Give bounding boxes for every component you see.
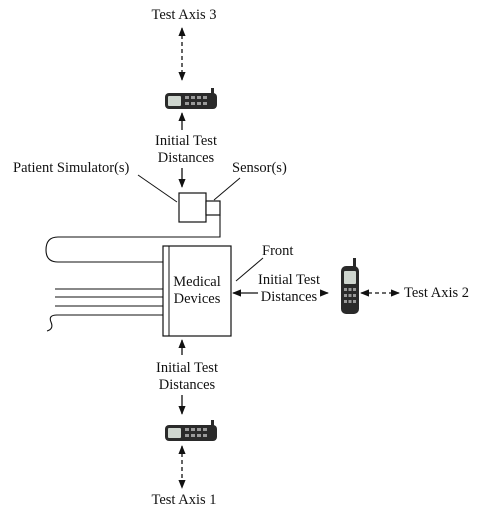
- sensor-box: [205, 200, 221, 216]
- sensor-label: Sensor(s): [232, 160, 287, 176]
- initial-test-distances-bottom-line2: Distances: [158, 377, 216, 393]
- cable-top: [45, 215, 221, 263]
- patient-simulator-box: [178, 192, 207, 223]
- medical-devices-line2: Devices: [173, 291, 221, 307]
- patient-simulator-label: Patient Simulator(s): [13, 160, 130, 176]
- mobile-phone-icon-right: [341, 258, 359, 314]
- initial-test-distances-right-line1: Initial Test: [258, 272, 320, 288]
- initial-test-distances-top-line1: Initial Test: [155, 133, 217, 149]
- mobile-phone-icon-bottom: [165, 420, 217, 441]
- medical-devices-line1: Medical: [173, 274, 221, 290]
- mobile-phone-icon-top: [165, 88, 217, 109]
- sensor-leader: [213, 177, 241, 201]
- initial-test-distances-top: Initial Test Distances: [155, 133, 217, 167]
- front-leader: [235, 257, 264, 282]
- initial-test-distances-right: Initial Test Distances: [258, 272, 320, 306]
- front-label: Front: [262, 243, 294, 259]
- medical-devices-label: Medical Devices: [173, 274, 221, 308]
- initial-test-distances-bottom: Initial Test Distances: [156, 360, 218, 394]
- initial-test-distances-top-line2: Distances: [157, 150, 215, 166]
- test-axis-1-label: Test Axis 1: [151, 492, 217, 508]
- test-axis-2-label: Test Axis 2: [404, 285, 470, 301]
- initial-test-distances-bottom-line1: Initial Test: [156, 360, 218, 376]
- patient-simulator-leader: [137, 174, 178, 203]
- cable-bottom: [46, 314, 163, 332]
- medical-devices-box: [162, 245, 232, 337]
- initial-test-distances-right-line2: Distances: [260, 289, 318, 305]
- test-axis-3-label: Test Axis 3: [151, 7, 217, 23]
